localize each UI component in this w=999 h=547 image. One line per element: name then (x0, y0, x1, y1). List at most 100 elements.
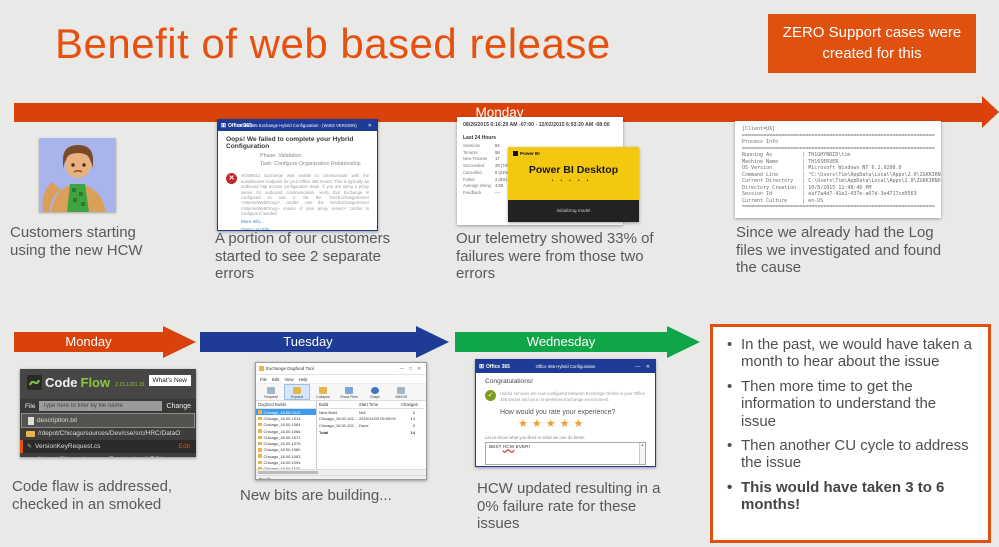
congrats-dialog-title: Office 365 Hybrid Configuration (535, 364, 596, 369)
build-tree-item[interactable]: Chicago_16.00.1102 (256, 466, 316, 469)
file-filter-input[interactable] (39, 401, 163, 411)
caption-new-bits: New bits are building... (240, 487, 392, 504)
caption-two-errors: A portion of our customers started to se… (215, 230, 391, 283)
menu-item[interactable]: Edit (271, 376, 280, 382)
power-bi-logo: Power BI (513, 151, 540, 156)
toolbar-graph-button[interactable]: Graph (363, 385, 387, 399)
build-tree-item[interactable]: Chicago_16.00.1075 (256, 440, 316, 446)
powerbi-splash-screenshot: Power BI Power BI Desktop ••••• initiali… (508, 147, 639, 222)
folder-icon (258, 454, 262, 458)
folder-icon (258, 422, 262, 427)
toolbar-show-files-button[interactable]: Show Files (337, 385, 361, 399)
build-tree-item[interactable]: Chicago_16.00.1064 (256, 422, 316, 428)
more-info-link[interactable]: More Info... (241, 219, 264, 225)
folder-icon (258, 416, 262, 421)
power-bi-status-text: initializing model (508, 200, 639, 222)
codeflow-version: 2.15.1201.15 (115, 382, 145, 388)
scrollbar-thumb[interactable] (258, 471, 318, 474)
codeflow-folder-row[interactable]: //depot/Chicago/sources/Dev/cse/src/HRC/… (20, 427, 196, 440)
codeflow-file-menu[interactable]: File (25, 402, 36, 410)
error-icon: ✕ (226, 173, 237, 185)
bullet-item: In the past, we would have taken a month… (719, 336, 974, 371)
error-dialog-titlebar: ⊞Office 365 Office 365 Exchange Hybrid C… (218, 120, 377, 131)
toolbar-windiff-button[interactable]: WinDiff (389, 385, 413, 399)
toolbar-request-button[interactable]: Request (259, 385, 283, 399)
build-tree-item[interactable]: Chicago_16.00.1066 (256, 428, 316, 434)
folder-icon (258, 460, 262, 465)
folder-icon (258, 467, 262, 469)
build-tree-item[interactable]: Chicago_16.00.1012 (256, 409, 316, 416)
toolbar-collapse-button[interactable]: Collapse (311, 385, 335, 399)
zero-support-badge: ZERO Support cases were created for this (768, 14, 976, 73)
bullet-item: Then more time to get the information to… (719, 378, 974, 430)
horizontal-scrollbar[interactable] (256, 469, 426, 475)
timeline-top-label: Monday (475, 105, 524, 120)
menu-item[interactable]: Help (298, 376, 308, 382)
build-tree-item[interactable]: Chicago_16.00.1014 (256, 415, 316, 421)
caption-telemetry-33: Our telemetry showed 33% of failures wer… (456, 230, 654, 283)
error-dialog-close-icon[interactable]: ✕ (367, 122, 374, 129)
scrollbar-up-icon[interactable]: ▲ (639, 442, 645, 464)
log-line: Current Directory | C:\Users\Tim\AppData… (742, 178, 941, 184)
graph-icon (371, 386, 379, 394)
log-line: OS Version | Microsoft Windows NT 6.2.92… (742, 165, 902, 171)
toolbar-expand-button[interactable]: Expand (284, 384, 310, 400)
menu-item[interactable]: File (260, 376, 267, 382)
five-star-rating[interactable]: ★★★★★ (518, 417, 588, 430)
rate-question: How would you rate your experience? (500, 408, 616, 416)
log-line: Current Culture | en-US (742, 197, 824, 204)
codeflow-file-row[interactable]: description.txt (21, 413, 195, 428)
build-tree-item[interactable]: Chicago_16.00.1094 (256, 459, 316, 465)
congrats-heading: Congratulations! (485, 378, 534, 385)
build-tree-item[interactable]: Chicago_16.00.1080 (256, 447, 316, 453)
log-line: Running As | TH1GHYBRID\tim (742, 152, 851, 158)
build-tree-item[interactable]: Chicago_16.00.1083 (256, 453, 316, 459)
folder-icon (258, 410, 262, 414)
whats-new-button[interactable]: What's New (148, 375, 191, 386)
feedback-input[interactable]: BEST HCW EVER! ▲ (485, 441, 646, 465)
codeflow-logo-icon (27, 375, 42, 390)
telemetry-subheader: Last 24 Hours (463, 135, 497, 141)
power-bi-logo-icon (513, 151, 518, 156)
log-line: Directory Creation | 10/8/2015 11:48:46 … (742, 184, 872, 191)
window-controls-icons[interactable]: — □ ✕ (399, 365, 423, 371)
codeflow-brand-flow: Flow (80, 375, 111, 390)
build-tool-toolbar: Request Expand Collapse Show Files Graph… (256, 384, 426, 401)
playmobil-figure-image (39, 138, 116, 212)
bullet-item: Then another CU cycle to address the iss… (719, 437, 974, 472)
build-tree-item[interactable]: Chicago_16.00.1071 (256, 434, 316, 440)
app-icon (259, 366, 264, 371)
folder-icon (258, 429, 262, 433)
open-log-file-link[interactable]: Open Log File (241, 226, 270, 231)
feedback-label: Let us know what you liked or what we ca… (485, 434, 586, 440)
log-line: ========================================… (742, 204, 935, 210)
log-file-screenshot: [Client=UX]=============================… (735, 121, 941, 218)
caption-customers-starting: Customers starting using the new HCW (10, 224, 143, 259)
codeflow-folder-row-partial[interactable]: //depot/Chicago/sources/Dev/cse/src/HRC/ (20, 453, 196, 457)
menu-item[interactable]: View (284, 376, 294, 382)
request-icon (267, 386, 275, 394)
congrats-window-controls-icons[interactable]: — ✕ (635, 363, 652, 370)
log-line: Machine Name | TH16SERVER (742, 158, 839, 165)
power-bi-splash-title: Power BI Desktop (528, 164, 619, 176)
document-icon (28, 416, 34, 425)
folder-icon (26, 430, 35, 437)
error-body-text: HCW8012 Exchange was unable to communica… (241, 173, 369, 217)
status-bar: Ready (256, 475, 426, 479)
windiff-icon (397, 386, 405, 394)
